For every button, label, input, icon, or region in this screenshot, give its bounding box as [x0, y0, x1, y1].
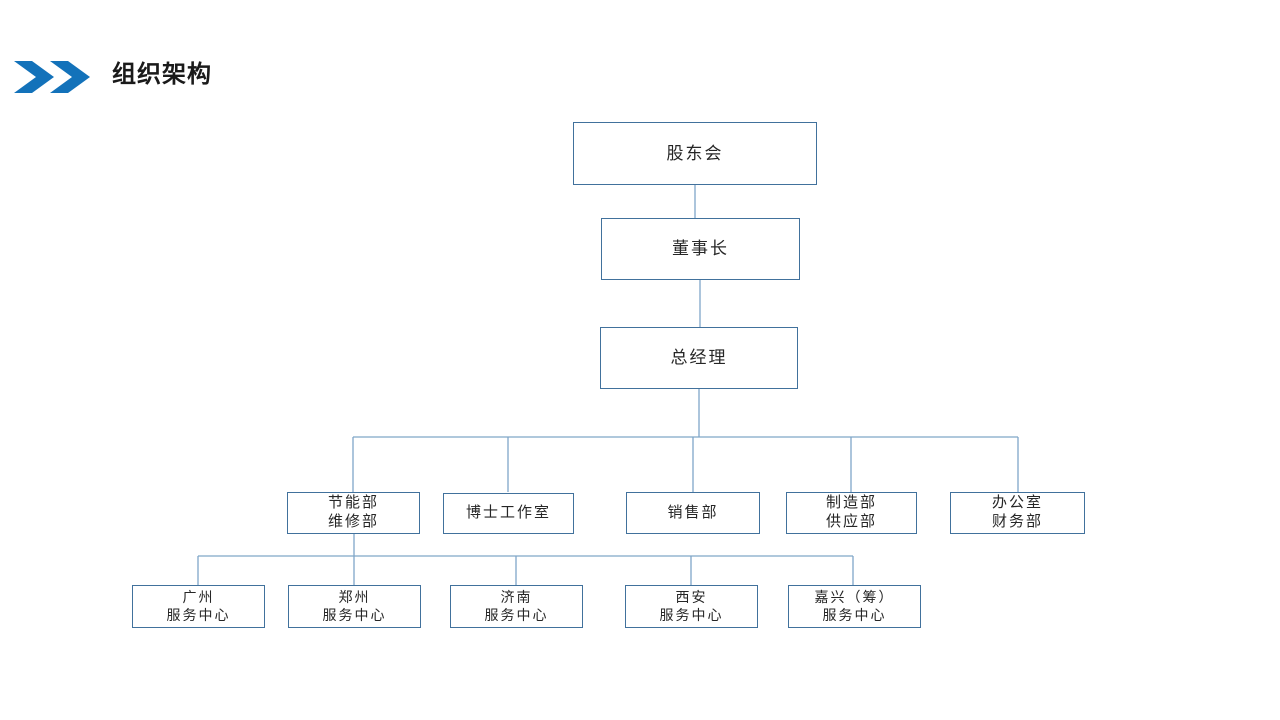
org-node-general-manager[interactable]: 总经理 — [600, 327, 798, 389]
org-node-jinan-center[interactable]: 济南 服务中心 — [450, 585, 583, 628]
org-node-zhengzhou-center[interactable]: 郑州 服务中心 — [288, 585, 421, 628]
org-node-xian-center[interactable]: 西安 服务中心 — [625, 585, 758, 628]
org-node-energy-maintenance[interactable]: 节能部 维修部 — [287, 492, 420, 534]
org-node-jiaxing-center[interactable]: 嘉兴（筹） 服务中心 — [788, 585, 921, 628]
org-node-manufacture-supply[interactable]: 制造部 供应部 — [786, 492, 917, 534]
page-title: 组织架构 — [112, 61, 212, 88]
slide-header: 组织架构 — [0, 46, 1280, 102]
org-node-doctor-studio[interactable]: 博士工作室 — [443, 493, 574, 534]
org-node-sales[interactable]: 销售部 — [626, 492, 760, 534]
org-node-shareholders[interactable]: 股东会 — [573, 122, 817, 185]
org-node-chairman[interactable]: 董事长 — [601, 218, 800, 280]
org-node-guangzhou-center[interactable]: 广州 服务中心 — [132, 585, 265, 628]
org-node-office-finance[interactable]: 办公室 财务部 — [950, 492, 1085, 534]
double-chevron-right-icon — [14, 61, 90, 93]
